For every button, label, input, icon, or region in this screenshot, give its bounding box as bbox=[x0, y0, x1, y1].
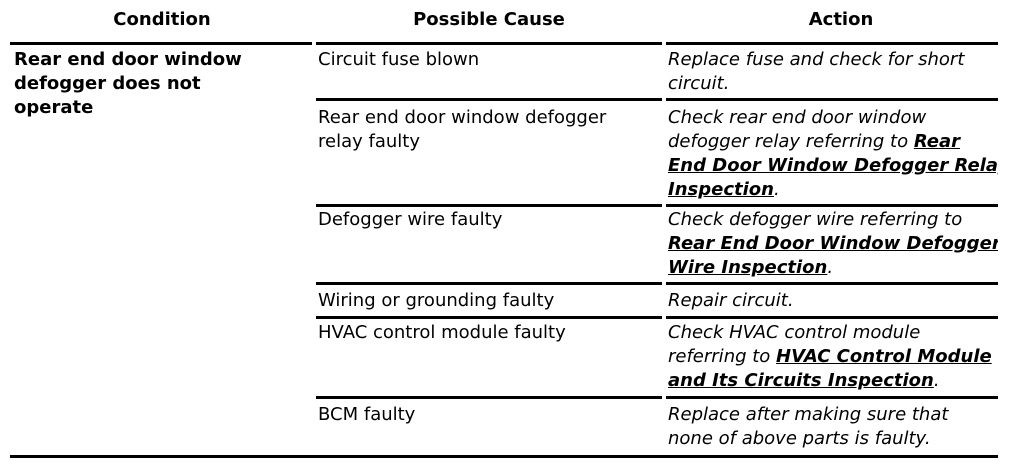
cause-line: Circuit fuse blown bbox=[318, 49, 480, 70]
action-line: Wire Inspection. bbox=[668, 257, 834, 278]
cause-line: HVAC control module faulty bbox=[318, 322, 566, 343]
row-rule bbox=[666, 282, 998, 285]
row-rule bbox=[666, 204, 998, 207]
action-line: circuit. bbox=[668, 73, 730, 94]
cause-cell: Rear end door window defogger relay faul… bbox=[318, 106, 606, 154]
row-rule bbox=[666, 396, 998, 399]
link-relay-inspection[interactable]: End Door Window Defogger Relay bbox=[668, 155, 998, 176]
link-hvac-inspection[interactable]: HVAC Control Module bbox=[776, 346, 992, 367]
condition-line: Rear end door window bbox=[14, 49, 242, 70]
action-line: Check rear end door window bbox=[668, 107, 927, 128]
row-rule bbox=[316, 282, 662, 285]
action-line: Rear End Door Window Defogger bbox=[668, 232, 998, 256]
action-cell: Replace fuse and check for short circuit… bbox=[668, 48, 998, 98]
action-cell: Check rear end door window defogger rela… bbox=[668, 106, 998, 204]
action-line: none of above parts is faulty. bbox=[668, 428, 931, 449]
condition-line: operate bbox=[14, 97, 94, 118]
action-line: Check HVAC control module bbox=[668, 322, 921, 343]
table-bottom-rule bbox=[10, 455, 998, 458]
condition-cell: Rear end door window defogger does not o… bbox=[14, 48, 242, 120]
action-line: Replace after making sure that bbox=[668, 404, 949, 425]
link-relay-inspection[interactable]: Inspection bbox=[668, 179, 774, 200]
cause-line: Rear end door window defogger bbox=[318, 107, 607, 128]
action-line: Inspection. bbox=[668, 179, 780, 200]
row-rule bbox=[316, 204, 662, 207]
cause-cell: Circuit fuse blown bbox=[318, 48, 479, 72]
action-line: Replace fuse and check for short bbox=[668, 49, 965, 70]
action-line: and Its Circuits Inspection. bbox=[668, 370, 940, 391]
header-action: Action bbox=[808, 9, 874, 30]
link-hvac-inspection[interactable]: and Its Circuits Inspection bbox=[668, 370, 934, 391]
row-rule bbox=[316, 396, 662, 399]
action-cell: Check HVAC control module referring to H… bbox=[668, 321, 998, 396]
link-relay-inspection[interactable]: Rear bbox=[913, 131, 961, 152]
cause-line: Defogger wire faulty bbox=[318, 209, 503, 230]
row-rule bbox=[316, 98, 662, 101]
action-cell: Check defogger wire referring to Rear En… bbox=[668, 208, 998, 282]
header-possible-cause: Possible Cause bbox=[413, 9, 565, 30]
cause-cell: HVAC control module faulty bbox=[318, 321, 566, 345]
link-wire-inspection[interactable]: Rear End Door Window Defogger bbox=[668, 233, 998, 254]
cause-line: Wiring or grounding faulty bbox=[318, 290, 555, 311]
action-cell: Repair circuit. bbox=[668, 289, 998, 315]
cause-line: BCM faulty bbox=[318, 404, 416, 425]
header-rule-cause bbox=[316, 42, 662, 45]
action-line: defogger relay referring to Rear bbox=[668, 131, 961, 152]
action-line: referring to HVAC Control Module bbox=[668, 346, 992, 367]
header-rule-action bbox=[666, 42, 998, 45]
action-line: Repair circuit. bbox=[668, 290, 794, 311]
row-rule bbox=[666, 98, 998, 101]
row-rule bbox=[316, 316, 662, 319]
cause-cell: Defogger wire faulty bbox=[318, 208, 502, 232]
action-line: End Door Window Defogger Relay bbox=[668, 154, 998, 178]
action-cell: Replace after making sure that none of a… bbox=[668, 403, 998, 453]
header-condition: Condition bbox=[113, 9, 211, 30]
condition-line: defogger does not bbox=[14, 73, 201, 94]
cause-cell: BCM faulty bbox=[318, 403, 415, 427]
action-line: Check defogger wire referring to bbox=[668, 209, 963, 230]
link-wire-inspection[interactable]: Wire Inspection bbox=[668, 257, 828, 278]
header-rule-condition bbox=[10, 42, 312, 45]
cause-line: relay faulty bbox=[318, 131, 420, 152]
row-rule bbox=[666, 316, 998, 319]
cause-cell: Wiring or grounding faulty bbox=[318, 289, 554, 313]
